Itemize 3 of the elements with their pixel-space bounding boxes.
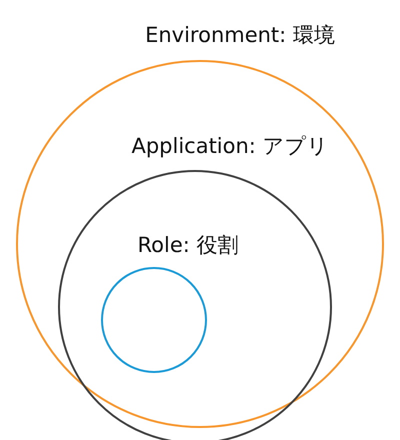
circle-heading: Application: アプリ [131,133,329,159]
circle-heading: Environment: 環境 [145,22,335,48]
circle-heading: Role: 役割 [138,232,238,258]
